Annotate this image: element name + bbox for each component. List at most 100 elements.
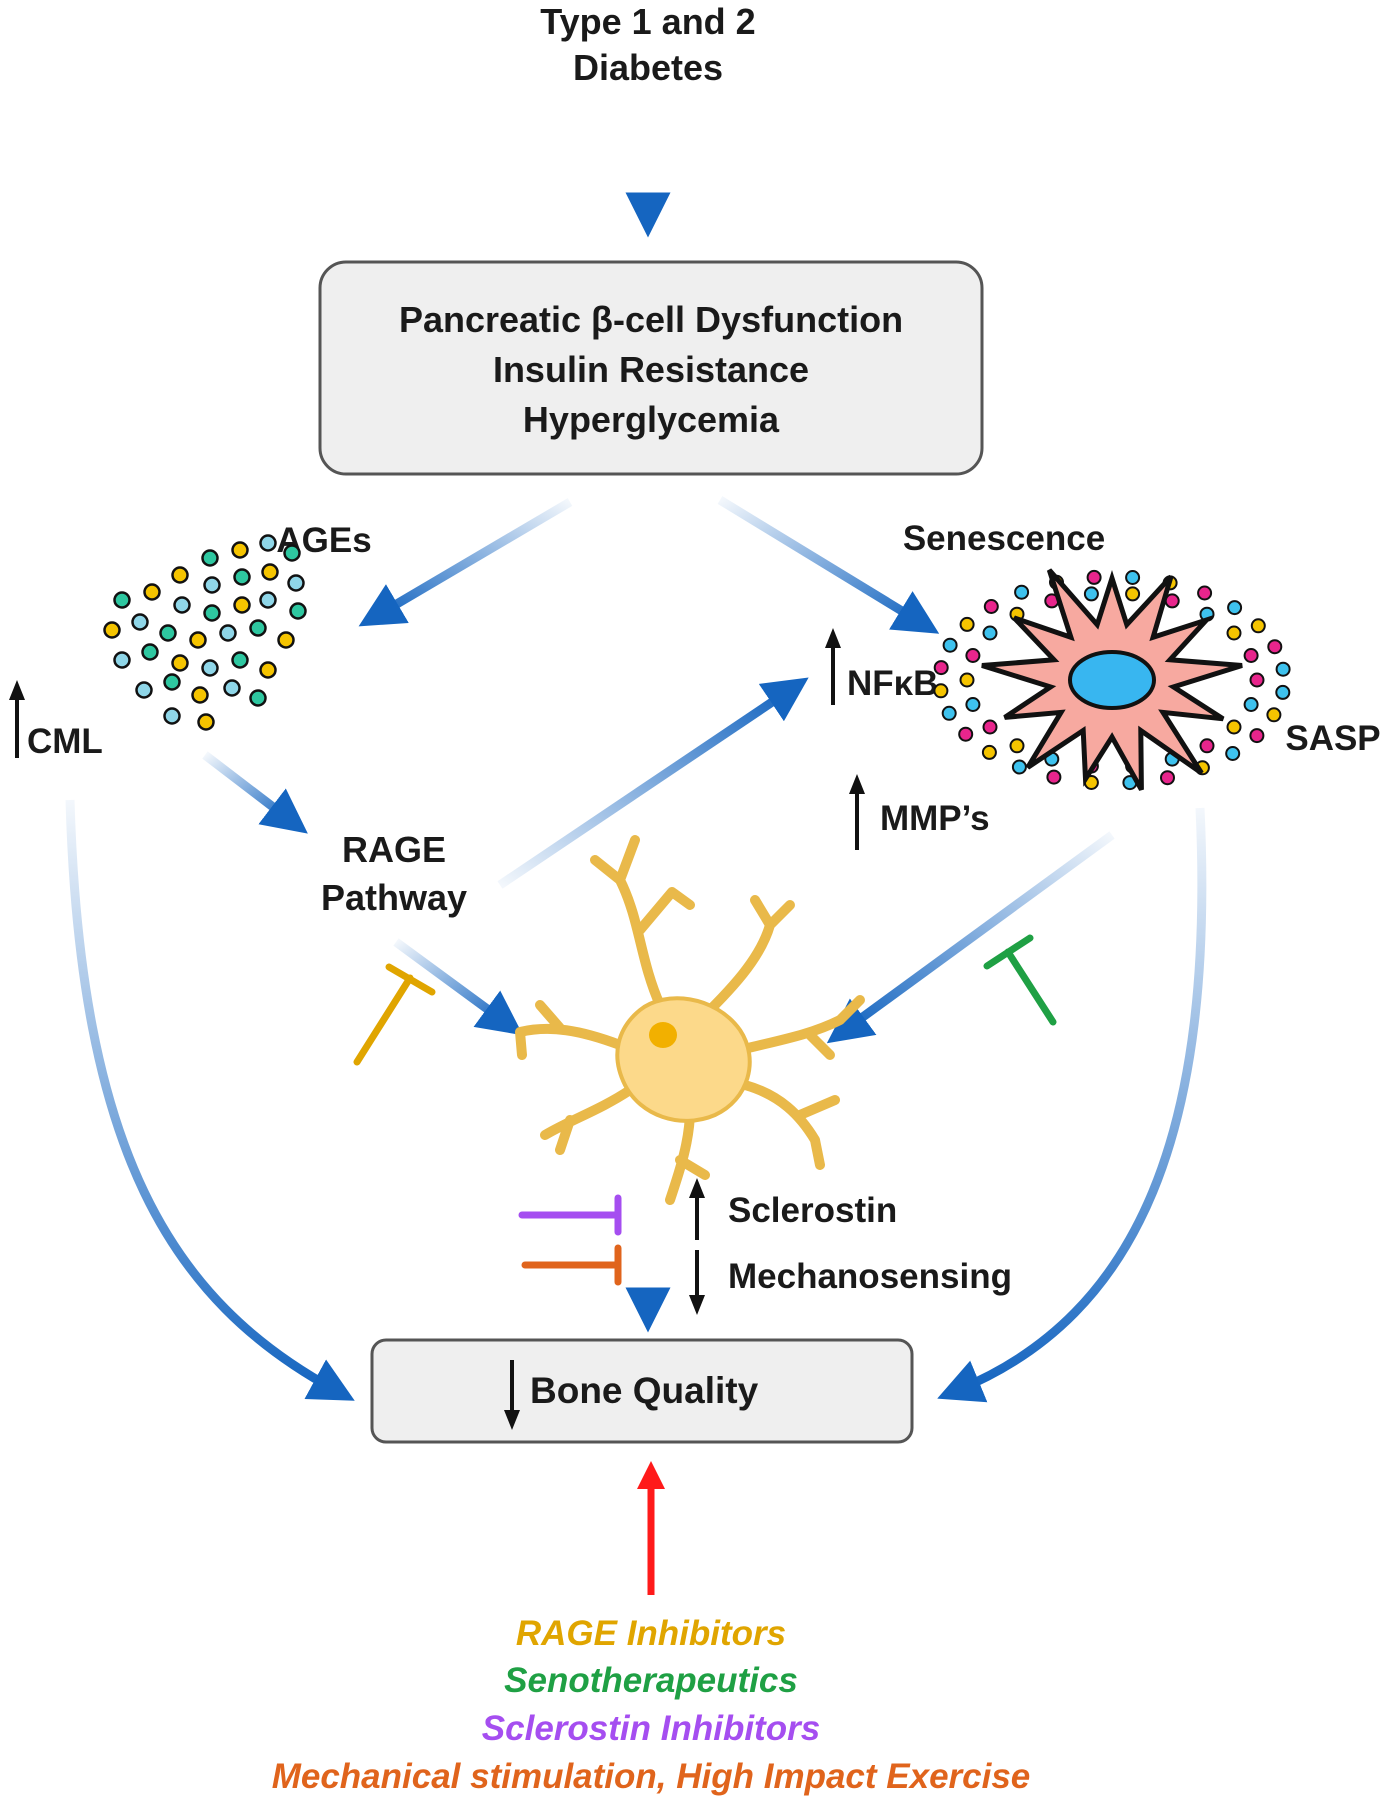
age-particle (287, 574, 305, 592)
therapy-item: RAGE Inhibitors (516, 1614, 786, 1653)
sasp-particle (1249, 728, 1265, 744)
particle-cluster-icon (103, 534, 307, 731)
sasp-particle (1275, 684, 1291, 700)
sasp-particle (1267, 639, 1283, 655)
mmps-label: MMP’s (880, 799, 990, 838)
age-particle (249, 689, 267, 707)
arrow-rage-to-nfkb (497, 677, 809, 889)
age-particle (289, 602, 307, 620)
sasp-particle (1243, 697, 1259, 712)
age-particle (223, 679, 241, 697)
age-particle (163, 673, 181, 691)
age-particle (163, 707, 181, 725)
age-particle (171, 566, 189, 584)
osteocyte-icon (515, 835, 865, 1205)
metabolic-dysfunction-box (318, 260, 984, 476)
sasp-particle (1249, 672, 1265, 688)
therapy-item: Mechanical stimulation, High Impact Exer… (272, 1757, 1031, 1796)
age-particle (219, 624, 237, 642)
age-particle (261, 563, 279, 581)
age-particle (233, 596, 251, 614)
age-particle (191, 686, 209, 704)
sasp-particle (1014, 584, 1030, 600)
sasp-particle (1086, 569, 1102, 585)
bone-quality-label: Bone Quality (530, 1370, 759, 1411)
sclerostin-label: Sclerostin (728, 1191, 897, 1230)
senescence-label: Senescence (903, 519, 1105, 558)
sasp-particle (1243, 648, 1259, 663)
age-particle (249, 619, 267, 637)
senescent-cell-nucleus (1068, 650, 1156, 710)
top-label-line1: Type 1 and 2 (540, 1, 755, 42)
therapy-item: Senotherapeutics (504, 1661, 798, 1700)
sasp-particle (942, 637, 958, 653)
box-line3: Hyperglycemia (523, 399, 780, 440)
sasp-particle (1009, 738, 1025, 754)
box-line1: Pancreatic β-cell Dysfunction (399, 299, 903, 340)
sasp-particle (941, 705, 957, 721)
sasp-particle (933, 660, 949, 676)
age-particle (201, 549, 219, 567)
age-particle (231, 651, 249, 669)
sasp-particle (1083, 586, 1099, 602)
sasp-particle (982, 625, 998, 641)
age-particle (259, 591, 277, 609)
sasp-particle (982, 719, 998, 735)
nfkb-label: NFκB (847, 664, 938, 703)
arrow-cml-to-bone (65, 799, 355, 1401)
arrow-sasp-to-bone (937, 807, 1207, 1403)
age-particle (277, 631, 295, 649)
age-particle (203, 604, 221, 622)
osteocyte-nucleus (649, 1022, 677, 1048)
arrow-rage-to-osteocyte (393, 938, 524, 1036)
age-particle (143, 583, 161, 601)
sasp-particle (933, 683, 949, 699)
rage-label-line2: Pathway (321, 877, 467, 918)
sasp-particle (1125, 570, 1141, 585)
senotherapeutic-inhibition-symbol (983, 934, 1057, 1026)
sasp-particle (1226, 719, 1242, 735)
age-particle (135, 681, 153, 699)
sasp-particle (1046, 769, 1062, 785)
rage-inhibition-symbol (353, 963, 436, 1066)
sasp-particle (958, 726, 974, 742)
age-particle (113, 591, 131, 609)
age-particle (233, 568, 251, 586)
sasp-particle (1266, 707, 1282, 723)
sasp-particle (959, 672, 975, 688)
age-particle (141, 643, 159, 661)
sasp-particle (965, 648, 981, 663)
sasp-particle (1160, 770, 1175, 786)
age-particle (159, 624, 177, 642)
age-particle (283, 544, 301, 562)
mechanosensing-label: Mechanosensing (728, 1257, 1012, 1296)
rage-label-line1: RAGE (342, 829, 446, 870)
arrow-ages-to-rage (202, 751, 308, 834)
sasp-particle (959, 616, 975, 632)
age-particle (259, 661, 277, 679)
age-particle (201, 659, 219, 677)
sasp-label: SASP (1285, 719, 1380, 758)
age-particle (113, 651, 131, 669)
age-particle (103, 621, 121, 639)
sclerostin-inhibition-symbol (518, 1194, 622, 1236)
age-particle (203, 576, 221, 594)
sasp-particle (965, 697, 981, 712)
age-particle (189, 631, 207, 649)
sasp-particle (1250, 618, 1266, 634)
cml-label: CML (27, 722, 103, 761)
sasp-particle (983, 599, 999, 614)
sasp-particle (981, 744, 997, 760)
age-particle (131, 613, 149, 631)
age-particle (173, 596, 191, 614)
mechanical-stimulation-inhibition-symbol (521, 1244, 622, 1286)
arrow-sasp-to-osteocyte (826, 831, 1115, 1044)
sasp-particle (1275, 661, 1291, 677)
sasp-particle (1226, 625, 1242, 641)
sasp-particle (1197, 585, 1213, 601)
arrow-box-to-senescence (717, 496, 940, 634)
sasp-particle (1227, 600, 1243, 616)
arrow-box-to-ages (358, 498, 573, 627)
age-particle (197, 713, 215, 731)
senescent-cell-icon (981, 568, 1243, 791)
